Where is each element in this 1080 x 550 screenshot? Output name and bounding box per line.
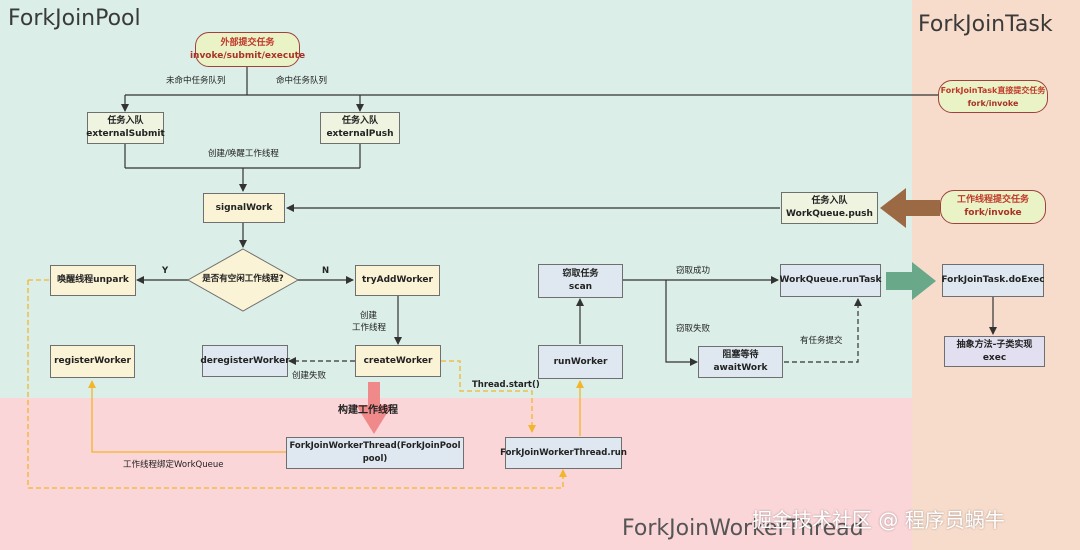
big-arrow-runtask-doexec: [886, 262, 936, 300]
label-steal-success: 窃取成功: [676, 266, 711, 276]
worker-thread-ctor-label: ForkJoinWorkerThread(ForkJoinPool pool): [289, 441, 461, 464]
create-worker-box: createWorker: [355, 345, 441, 377]
create-worker-label: createWorker: [363, 355, 433, 366]
unpark-box: 唤醒线程unpark: [50, 265, 136, 296]
steal-scan-method: scan: [568, 282, 593, 292]
deregister-worker-box: deregisterWorker: [200, 345, 290, 377]
runtask-box: WorkQueue.runTask: [780, 264, 881, 297]
worker-submit-label: 工作线程提交任务: [956, 195, 1029, 205]
label-queue-miss: 未命中任务队列: [166, 76, 226, 86]
edge-queues-to-signalwork: [124, 144, 361, 192]
abstract-exec-method: exec: [982, 352, 1007, 363]
label-create-thread-2: 工作线程: [352, 323, 387, 333]
label-build-thread: 构建工作线程: [338, 405, 398, 416]
forkjointask-submit-node: ForkJoinTask直接提交任务 fork/invoke: [938, 80, 1048, 113]
external-submit-method: externalSubmit: [86, 129, 165, 139]
edge-scan-to-awaitwork: [665, 280, 698, 366]
signalwork-box: signalWork: [203, 193, 285, 223]
doexec-label: ForkJoinTask.doExec: [941, 275, 1045, 285]
label-create-thread-1: 创建: [360, 311, 378, 321]
forkjoinpool-title: ForkJoinPool: [8, 6, 141, 31]
deregister-worker-label: deregisterWorker: [200, 355, 290, 366]
external-push-title: 任务入队: [341, 116, 378, 126]
signalwork-label: signalWork: [215, 202, 273, 213]
worker-thread-run-label: ForkJoinWorkerThread.run: [500, 447, 627, 458]
runtask-label: WorkQueue.runTask: [779, 275, 882, 285]
forkjointask-submit-label: ForkJoinTask直接提交任务: [940, 85, 1046, 95]
label-no: N: [322, 266, 330, 276]
label-yes: Y: [162, 266, 169, 276]
label-create-wake: 创建/唤醒工作线程: [208, 149, 279, 159]
external-submit-methods: invoke/submit/execute: [189, 50, 306, 61]
try-add-worker-box: tryAddWorker: [355, 265, 440, 296]
register-worker-box: registerWorker: [50, 345, 135, 378]
workqueue-push-method: WorkQueue.push: [786, 209, 873, 219]
forkjoinworkerthread-region: [0, 398, 912, 550]
forkjoinpool-region: [0, 0, 912, 398]
label-steal-fail: 窃取失败: [676, 324, 711, 334]
await-work-title: 阻塞等待: [722, 350, 759, 360]
forkjointask-submit-methods: fork/invoke: [967, 98, 1019, 108]
edge-external-to-queues: [121, 67, 938, 112]
register-worker-label: registerWorker: [54, 356, 131, 366]
workqueue-push-box: 任务入队 WorkQueue.push: [781, 192, 878, 224]
workqueue-push-title: 任务入队: [811, 196, 848, 206]
forkjointask-title: ForkJoinTask: [918, 12, 1053, 37]
idle-decision-label: 是否有空闲工作线程?: [202, 274, 284, 284]
external-submit-box: 任务入队 externalSubmit: [86, 112, 165, 144]
await-work-method: awaitWork: [713, 363, 768, 373]
abstract-exec-box: 抽象方法-子类实现 exec: [944, 336, 1045, 367]
run-worker-label: runWorker: [553, 356, 608, 367]
label-thread-start: Thread.start(): [472, 380, 540, 390]
idle-decision-diamond: [186, 248, 300, 312]
edge-thread-lifecycle: [27, 279, 584, 489]
big-arrow-build-thread: [356, 382, 392, 434]
watermark: 掘金技术社区 @ 程序员蜗牛: [752, 508, 1005, 532]
unpark-label: 唤醒线程unpark: [57, 275, 129, 285]
steal-scan-title: 窃取任务: [562, 269, 599, 279]
doexec-box: ForkJoinTask.doExec: [941, 264, 1045, 297]
steal-scan-box: 窃取任务 scan: [538, 264, 623, 298]
label-create-fail: 创建失败: [292, 371, 327, 381]
forkjoinworkerthread-title: ForkJoinWorkerThread: [622, 516, 864, 541]
external-submit-node: 外部提交任务 invoke/submit/execute: [190, 32, 305, 67]
external-submit-label: 外部提交任务: [220, 37, 275, 48]
external-push-box: 任务入队 externalPush: [320, 112, 400, 144]
worker-thread-ctor-box: ForkJoinWorkerThread(ForkJoinPool pool): [286, 437, 464, 469]
external-submit-title: 任务入队: [107, 116, 144, 126]
external-push-method: externalPush: [326, 129, 394, 139]
edge-awaitwork-to-runtask: [784, 298, 862, 363]
worker-submit-methods: fork/invoke: [964, 208, 1022, 218]
big-arrow-worker-submit: [880, 188, 940, 228]
label-has-task: 有任务提交: [800, 336, 843, 346]
try-add-worker-label: tryAddWorker: [362, 275, 433, 285]
run-worker-box: runWorker: [538, 345, 623, 379]
label-bind-workqueue: 工作线程绑定WorkQueue: [123, 460, 224, 470]
worker-thread-run-box: ForkJoinWorkerThread.run: [500, 437, 627, 469]
await-work-box: 阻塞等待 awaitWork: [698, 346, 783, 378]
label-queue-hit: 命中任务队列: [276, 76, 328, 86]
worker-submit-node: 工作线程提交任务 fork/invoke: [940, 190, 1046, 224]
abstract-exec-title: 抽象方法-子类实现: [956, 339, 1033, 350]
